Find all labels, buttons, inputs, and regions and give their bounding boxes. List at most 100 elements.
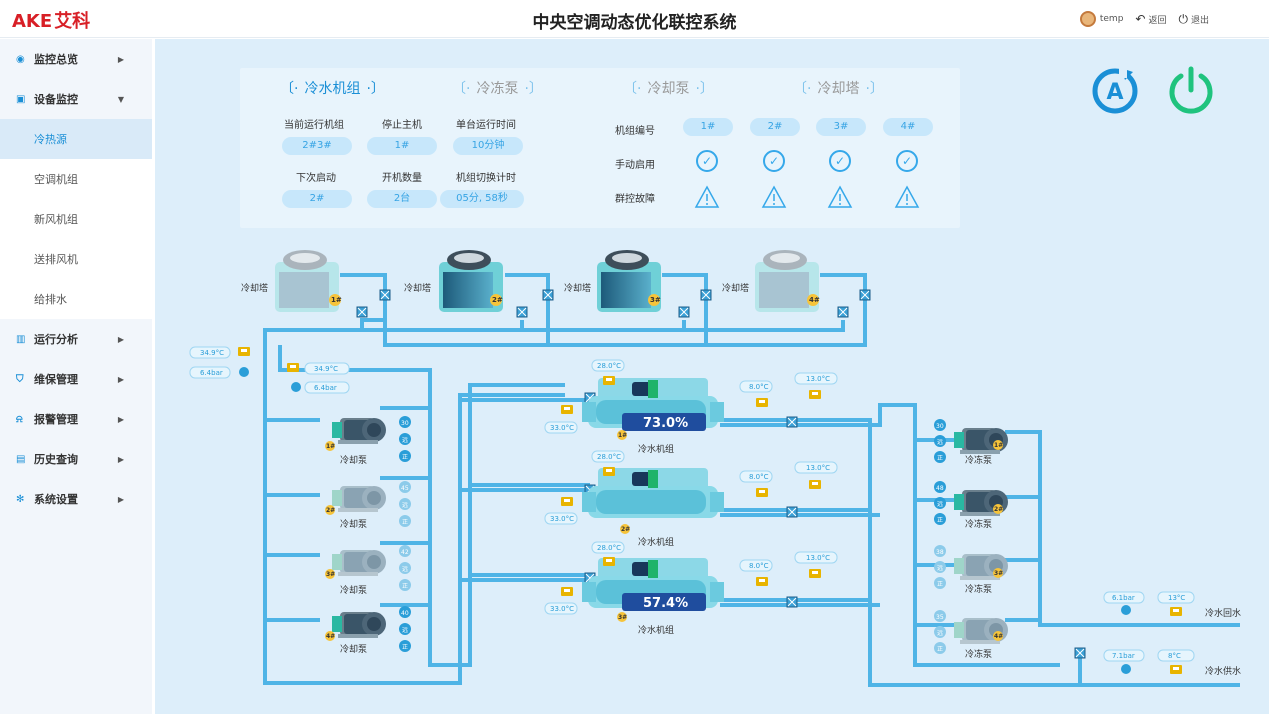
bypass-valve[interactable]: [1074, 647, 1086, 659]
chiller-3-in-temp: 28.0°C: [597, 544, 621, 552]
eye-icon: ◉: [16, 53, 25, 65]
pump-badge: 1#: [326, 443, 335, 450]
chiller-badge: 2#: [621, 526, 630, 533]
sidebar-item-history[interactable]: ▤ 历史查询 ▶: [0, 439, 152, 479]
sidebar-subitem-exhaust[interactable]: 送排风机: [0, 239, 152, 279]
chilled-valve-3[interactable]: [786, 596, 798, 608]
current-running-value: 2#3#: [282, 137, 352, 155]
stop-host-label: 停止主机: [382, 120, 422, 131]
back-button[interactable]: ↶返回: [1135, 12, 1166, 26]
sidebar-item-overview[interactable]: ◉ 监控总览 ▶: [0, 39, 152, 79]
cooling-pump-2[interactable]: [332, 486, 386, 512]
current-running-label: 当前运行机组: [284, 120, 344, 131]
warning-icon: [827, 185, 853, 208]
back-icon: ↶: [1135, 12, 1146, 26]
chiller-badge: 1#: [618, 432, 627, 439]
manual-enable-check-3[interactable]: ✓: [829, 150, 851, 172]
pump-badge: 1#: [994, 442, 1003, 449]
manual-enable-check-2[interactable]: ✓: [763, 150, 785, 172]
manual-enable-check-4[interactable]: ✓: [896, 150, 918, 172]
cooling-tower-label-2: 冷却塔: [404, 282, 431, 294]
chiller-3-load: 57.4%: [643, 596, 688, 611]
logout-button[interactable]: ⏻退出: [1178, 12, 1209, 27]
chiller-3-load-bar: [622, 593, 706, 611]
tab-cooling-pump[interactable]: 〔·冷却泵·〕: [623, 81, 714, 97]
cooling-pump-label: 冷却泵: [340, 518, 367, 530]
sidebar-item-settings[interactable]: ✻ 系统设置 ▶: [0, 479, 152, 519]
tab-chiller[interactable]: 〔·冷水机组·〕: [280, 81, 385, 97]
sidebar-subitem-fresh-air[interactable]: 新风机组: [0, 199, 152, 239]
tower-valve-3b[interactable]: [678, 306, 690, 318]
stop-host-value: 1#: [367, 137, 437, 155]
svg-text:A: A: [1106, 80, 1123, 105]
cooling-pump-1[interactable]: [332, 418, 386, 444]
temp-sensor: [561, 587, 573, 596]
run-time-label: 单台运行时间: [456, 120, 516, 131]
return-pressure: 6.1bar: [1112, 594, 1135, 602]
pump-dir: 正: [937, 646, 943, 653]
pump-remote: 远: [937, 629, 943, 637]
return-temp: 13°C: [1168, 594, 1185, 602]
chiller-3-ch-out: 8.0°C: [749, 562, 769, 570]
tab-cooling-tower[interactable]: 〔·冷却塔·〕: [793, 81, 884, 97]
info-panel: 〔·冷水机组·〕 〔·冷冻泵·〕 〔·冷却泵·〕 〔·冷却塔·〕 当前运行机组 …: [240, 68, 960, 228]
manual-enable-check-1[interactable]: ✓: [696, 150, 718, 172]
auto-mode-button[interactable]: A: [1089, 64, 1141, 116]
logout-label: 退出: [1190, 15, 1209, 26]
sidebar-item-label: 运行分析: [34, 333, 78, 346]
chiller-3-ch-in: 13.0°C: [806, 554, 830, 562]
sidebar-item-label: 系统设置: [34, 493, 78, 506]
sidebar-item-label: 历史查询: [34, 453, 78, 466]
temp-sensor: [1170, 607, 1182, 616]
sidebar: ◉ 监控总览 ▶ ▣ 设备监控 ▼ 冷热源 空调机组 新风机组 送排风机 给排水…: [0, 39, 152, 714]
chilled-valve-2[interactable]: [786, 506, 798, 518]
temp-sensor: [809, 480, 821, 489]
tower-valve-3[interactable]: [700, 289, 712, 301]
sidebar-item-analysis[interactable]: ▥ 运行分析 ▶: [0, 319, 152, 359]
pump-remote: 远: [402, 565, 408, 573]
cooling-pump-3[interactable]: [332, 550, 386, 576]
avatar[interactable]: [1079, 11, 1096, 27]
chevron-right-icon: ▶: [117, 494, 124, 504]
cooling-tower-label-3: 冷却塔: [564, 282, 591, 294]
pump-remote: 远: [402, 436, 408, 444]
chilled-valve-1[interactable]: [786, 416, 798, 428]
chiller-2-ch-out: 8.0°C: [749, 473, 769, 481]
cooling-pump-4[interactable]: [332, 612, 386, 638]
pressure-gauge-icon: [1121, 664, 1131, 674]
chiller-3-out-temp: 33.0°C: [550, 605, 574, 613]
temp-sensor: [809, 390, 821, 399]
alarm-icon: ⍾: [16, 413, 23, 425]
back-label: 返回: [1148, 15, 1167, 26]
tower-valve-1b[interactable]: [356, 306, 368, 318]
sidebar-item-device-monitor[interactable]: ▣ 设备监控 ▼: [0, 79, 152, 119]
gear-icon: ✻: [16, 493, 25, 505]
main-temp-sensor: [238, 347, 250, 356]
chevron-down-icon: ▼: [117, 94, 124, 104]
sidebar-item-maintenance[interactable]: ⛉ 维保管理 ▶: [0, 359, 152, 399]
tower-valve-2b[interactable]: [516, 306, 528, 318]
fault-label: 群控故障: [615, 194, 655, 205]
warning-icon: [694, 185, 720, 208]
warning-icon: [894, 185, 920, 208]
power-button[interactable]: [1165, 64, 1217, 116]
page-title: 中央空调动态优化联控系统: [532, 13, 737, 33]
tower-valve-4[interactable]: [859, 289, 871, 301]
tower-valve-4b[interactable]: [837, 306, 849, 318]
count-label: 开机数量: [382, 173, 422, 184]
main-temp: 34.9°C: [200, 349, 224, 357]
tower-badge: 3#: [650, 296, 661, 304]
tower-valve-2[interactable]: [542, 289, 554, 301]
sidebar-subitem-water[interactable]: 给排水: [0, 279, 152, 319]
pump-freq: 42: [401, 549, 409, 556]
chiller-1-in-temp: 28.0°C: [597, 362, 621, 370]
tab-chilled-pump[interactable]: 〔·冷冻泵·〕: [452, 81, 543, 97]
return-label: 冷水回水: [1205, 607, 1241, 619]
tower-valve-1[interactable]: [379, 289, 391, 301]
sidebar-item-alarm[interactable]: ⍾ 报警管理 ▶: [0, 399, 152, 439]
sidebar-subitem-ahu[interactable]: 空调机组: [0, 159, 152, 199]
cooling-tower-1[interactable]: [275, 250, 339, 312]
sidebar-subitem-heat-source[interactable]: 冷热源: [0, 119, 152, 159]
